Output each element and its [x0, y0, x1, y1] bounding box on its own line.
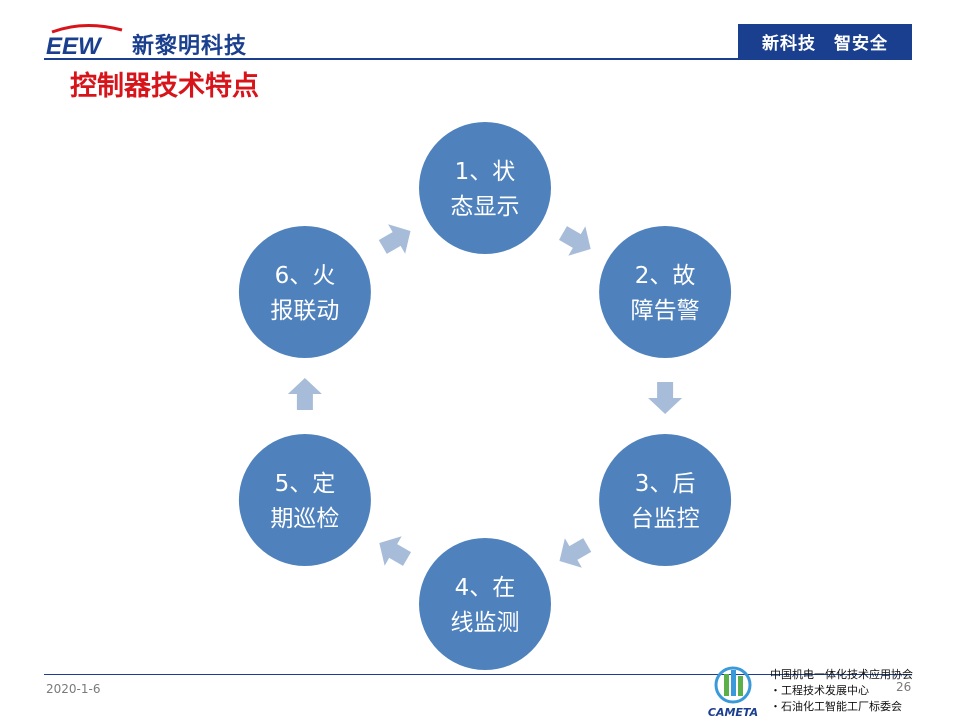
cycle-arrow-icon: [287, 378, 322, 410]
slide-title: 控制器技术特点: [70, 71, 259, 102]
cycle-arrow-icon: [378, 224, 411, 254]
cycle-node-label: 期巡检: [270, 506, 339, 532]
org-line: 中国机电一体化技术应用协会: [770, 668, 913, 681]
cycle-node-label: 5、定: [275, 471, 336, 497]
cycle-arrows: [287, 224, 683, 568]
cycle-node-label: 2、故: [635, 263, 696, 289]
cameta-logo: CAMETA: [700, 664, 766, 720]
org-line: ・石油化工智能工厂标委会: [770, 700, 902, 713]
cycle-node-label: 台监控: [631, 506, 700, 532]
cycle-node-circle: [599, 434, 732, 566]
cycle-node-label: 1、状: [455, 159, 516, 185]
cycle-node-label: 3、后: [635, 471, 696, 497]
cameta-emblem-icon: [714, 666, 752, 704]
cycle-node-circle: [419, 122, 551, 254]
footer-divider: [44, 674, 912, 675]
cycle-arrow-icon: [379, 536, 412, 566]
cycle-node-label: 障告警: [631, 298, 700, 324]
cycle-node-label: 6、火: [275, 263, 336, 289]
logo-mark-text: EEW: [46, 33, 103, 58]
cycle-arrow-icon: [558, 226, 591, 256]
company-name: 新黎明科技: [132, 34, 248, 59]
org-line: ・工程技术发展中心: [770, 684, 869, 697]
cycle-node-label: 报联动: [270, 298, 339, 324]
cycle-arrow-icon: [559, 538, 592, 568]
cameta-logo-text: CAMETA: [707, 706, 759, 719]
cycle-node-circle: [238, 226, 371, 358]
cycle-arrow-icon: [648, 382, 683, 414]
cycle-node-label: 4、在: [455, 575, 516, 601]
cycle-node-circle: [599, 226, 732, 358]
slogan-banner: 新科技 智安全: [738, 24, 912, 58]
cycle-node-label: 态显示: [451, 194, 520, 220]
page-number: 26: [896, 680, 912, 694]
cycle-node-circle: [238, 434, 371, 566]
header-divider: [44, 58, 912, 60]
organization-info: 中国机电一体化技术应用协会 ・工程技术发展中心 ・石油化工智能工厂标委会: [770, 667, 960, 715]
cycle-node-circle: [419, 538, 551, 670]
cycle-node-label: 线监测: [451, 610, 520, 636]
slide-date: 2020-1-6: [46, 682, 101, 696]
eew-logo-icon: EEW: [46, 23, 123, 58]
